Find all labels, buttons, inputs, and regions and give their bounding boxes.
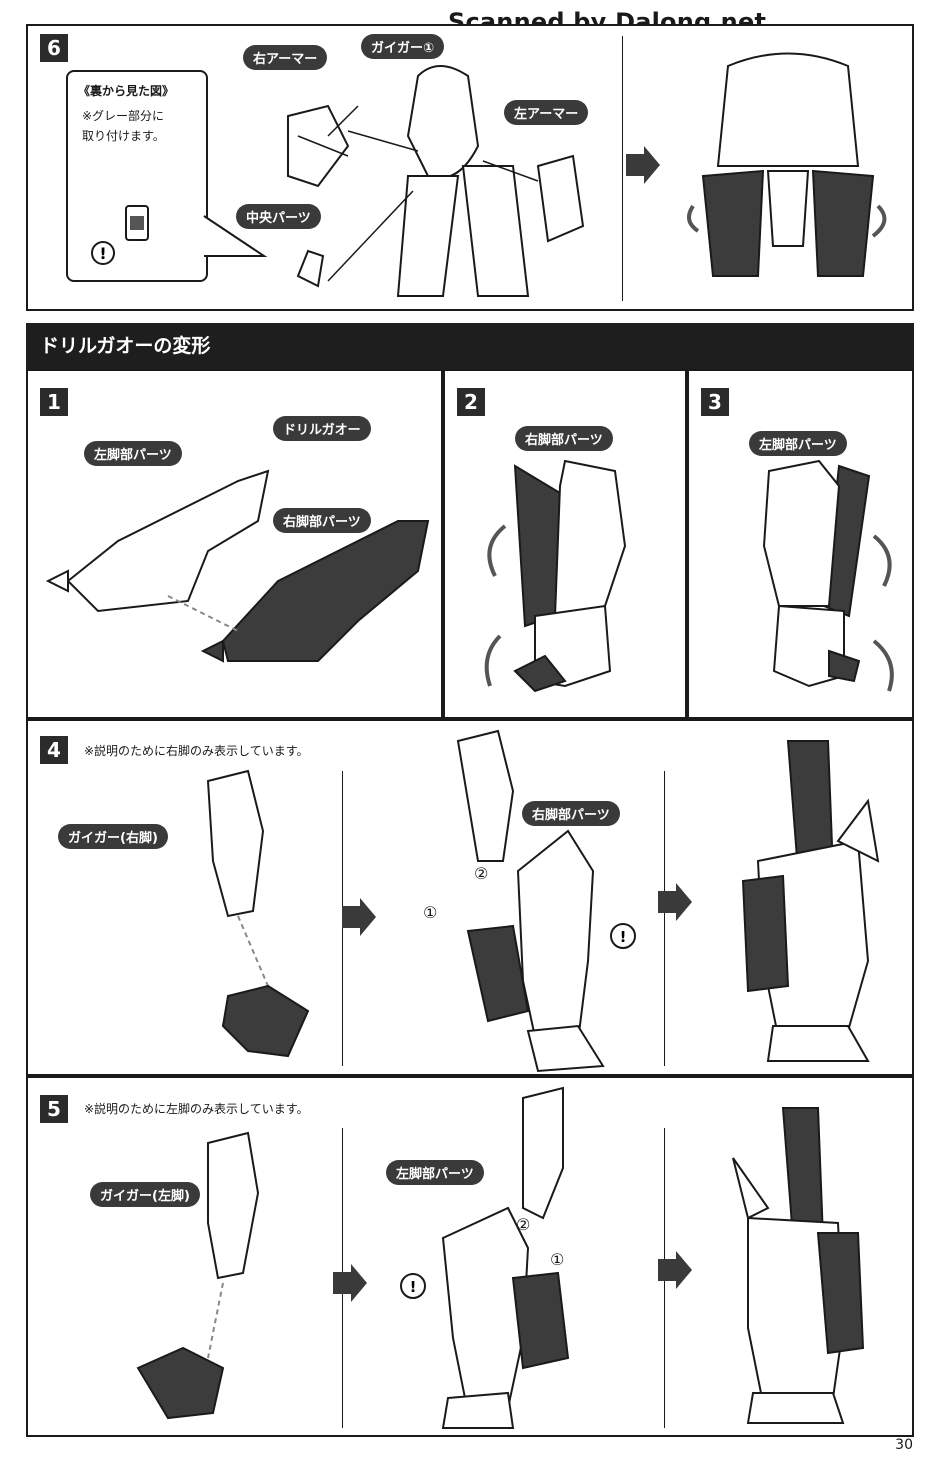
- gaiger-leg-illustration: [206, 769, 310, 1058]
- label-left-leg: 左脚部パーツ: [749, 431, 847, 456]
- label-right-armor: 右アーマー: [243, 45, 328, 70]
- panel-divider: [664, 771, 665, 1066]
- label-center-part: 中央パーツ: [236, 204, 321, 229]
- page-number: 30: [895, 1437, 913, 1453]
- step-mark-2: ②: [474, 864, 489, 883]
- assembled-waist-illustration: [687, 52, 887, 277]
- step-number: 4: [40, 736, 68, 764]
- step-note: ※説明のために左脚のみ表示しています。: [84, 1102, 309, 1116]
- section-title: ドリルガオーの変形: [26, 323, 914, 369]
- step-number: 1: [40, 388, 68, 416]
- step-number: 2: [457, 388, 485, 416]
- step3-panel: 3 左脚部パーツ: [687, 369, 914, 719]
- step-note: ※説明のために右脚のみ表示しています。: [84, 744, 309, 758]
- callout-text: ※グレー部分に 取り付けます。: [82, 109, 165, 143]
- step-number: 3: [701, 388, 729, 416]
- right-leg-completed-illustration: [741, 740, 880, 1062]
- arrow-right-icon: [626, 146, 660, 184]
- callout-pointer: [203, 215, 268, 257]
- label-right-leg-part: 右脚部パーツ: [522, 801, 620, 826]
- label-gaiger-right-leg: ガイガー(右脚): [58, 824, 168, 849]
- label-left-leg: 左脚部パーツ: [84, 441, 182, 466]
- label-right-leg: 右脚部パーツ: [515, 426, 613, 451]
- left-leg-completed-illustration: [732, 1107, 865, 1424]
- gaiger-robot-illustration: [287, 65, 585, 297]
- label-left-armor: 左アーマー: [504, 100, 589, 125]
- step-mark-1: ①: [423, 903, 438, 922]
- panel-divider: [622, 36, 623, 301]
- label-left-leg-part: 左脚部パーツ: [386, 1160, 484, 1185]
- gaiger-leg-illustration: [136, 1131, 260, 1420]
- step-mark-1: ①: [550, 1250, 565, 1269]
- label-drill-gao: ドリルガオー: [273, 416, 371, 441]
- left-leg-part-illustration: [762, 459, 894, 692]
- arrow-right-icon: [342, 898, 376, 936]
- left-leg-assembly-illustration: !: [400, 1086, 570, 1429]
- arrow-right-icon: [658, 883, 692, 921]
- right-leg-assembly-illustration: !: [456, 729, 636, 1073]
- svg-text:!: !: [620, 928, 627, 946]
- step5-panel: 5 ※説明のために左脚のみ表示しています。 ガイガー(左脚) 左脚部パーツ ② …: [26, 1076, 914, 1437]
- label-right-leg: 右脚部パーツ: [273, 508, 371, 533]
- back-view-part-illustration: [125, 205, 149, 241]
- callout-title: 《裏から見た図》: [78, 84, 175, 98]
- label-gaiger-left-leg: ガイガー(左脚): [90, 1182, 200, 1207]
- warning-icon: !: [91, 241, 115, 265]
- right-leg-part-illustration: [484, 459, 627, 693]
- step6-panel: 6 《裏から見た図》 ※グレー部分に 取り付けます。 ! 右アーマー ガイガー①…: [26, 24, 914, 311]
- step1-panel: 1 左脚部パーツ ドリルガオー 右脚部パーツ: [26, 369, 443, 719]
- label-gaiger: ガイガー①: [361, 34, 445, 59]
- step-number: 5: [40, 1095, 68, 1123]
- svg-text:!: !: [410, 1278, 417, 1296]
- step4-panel: 4 ※説明のために右脚のみ表示しています。 ガイガー(右脚) 右脚部パーツ ① …: [26, 719, 914, 1076]
- back-view-callout: 《裏から見た図》 ※グレー部分に 取り付けます。 !: [66, 70, 208, 282]
- arrow-right-icon: [658, 1251, 692, 1289]
- step-number: 6: [40, 34, 68, 62]
- drill-gao-illustration: [45, 469, 430, 663]
- arrow-right-icon: [333, 1264, 367, 1302]
- step2-panel: 2 右脚部パーツ: [443, 369, 687, 719]
- svg-text:!: !: [99, 244, 106, 263]
